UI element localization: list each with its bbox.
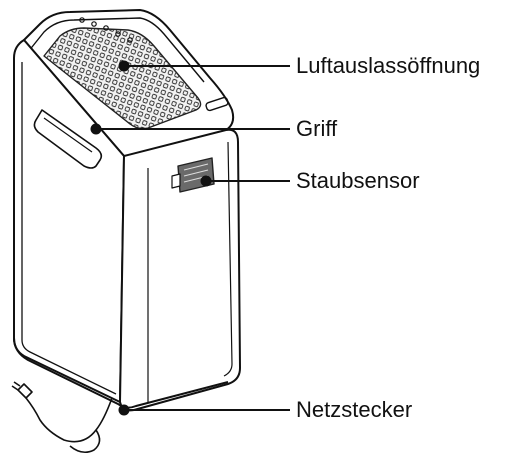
callout-dot-power-plug — [118, 404, 130, 416]
callout-dot-handle — [90, 123, 102, 135]
power-cord — [11, 381, 113, 454]
callout-lines — [90, 60, 290, 416]
label-power-plug: Netzstecker — [296, 397, 413, 422]
label-dust-sensor: Staubsensor — [296, 168, 420, 193]
label-air-outlet: Luftauslassöffnung — [296, 53, 481, 78]
label-handle: Griff — [296, 116, 338, 141]
control-buttons — [79, 17, 133, 43]
display-bar — [205, 96, 229, 112]
air-purifier-device — [11, 9, 241, 454]
callout-dot-air-outlet — [118, 60, 130, 72]
handle-recess — [33, 109, 103, 169]
callout-dot-dust-sensor — [200, 175, 212, 187]
